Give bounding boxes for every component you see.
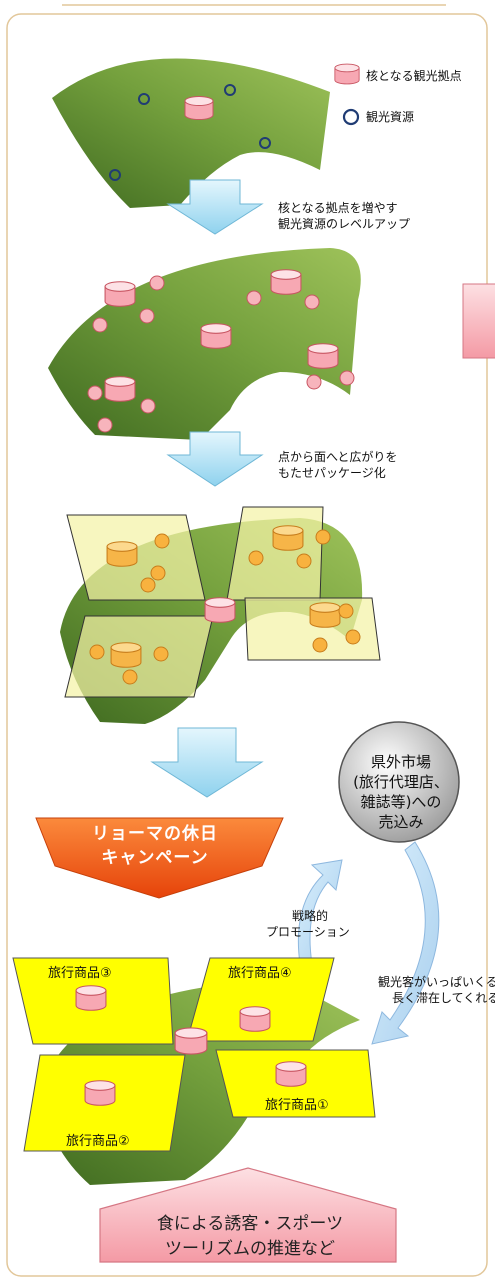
promotion-label-2: プロモーション bbox=[266, 925, 350, 939]
package-hub-icon bbox=[272, 525, 304, 551]
resource-dot-icon bbox=[345, 629, 361, 645]
step1-line2: 観光資源のレベルアップ bbox=[278, 217, 411, 231]
core-hub-icon bbox=[270, 269, 302, 295]
product-hub-icon bbox=[75, 985, 107, 1011]
resource-dot-icon bbox=[89, 644, 105, 660]
package-hub-icon bbox=[110, 642, 142, 668]
product-3-label: 旅行商品③ bbox=[48, 966, 112, 981]
resource-dot-icon bbox=[140, 398, 156, 414]
legend-resource-label: 観光資源 bbox=[366, 110, 415, 124]
resource-ring-icon bbox=[138, 93, 150, 105]
resource-dot-icon bbox=[97, 417, 113, 433]
promotion-label-1: 戦略的 bbox=[292, 909, 329, 923]
step2-line1: 点から面へと広がりを bbox=[278, 450, 398, 464]
resource-dot-icon bbox=[140, 577, 156, 593]
resource-dot-icon bbox=[150, 565, 166, 581]
resource-dot-icon bbox=[153, 646, 169, 662]
core-hub-icon bbox=[200, 323, 232, 349]
down-arrow-2 bbox=[166, 431, 264, 487]
product-4-label: 旅行商品④ bbox=[228, 966, 292, 981]
resource-ring-icon bbox=[224, 84, 236, 96]
resource-dot-icon bbox=[246, 290, 262, 306]
bottom-initiatives-panel bbox=[99, 1167, 397, 1263]
resource-dot-icon bbox=[304, 294, 320, 310]
market-label: 県外市場 (旅行代理店、 雑誌等)への 売込み bbox=[353, 753, 449, 831]
land-stage-1 bbox=[52, 58, 330, 209]
step1-line1: 核となる拠点を増やす bbox=[278, 201, 398, 215]
resource-dot-icon bbox=[149, 275, 165, 291]
down-arrow-3 bbox=[150, 727, 264, 798]
resource-dot-icon bbox=[296, 553, 312, 569]
legend-resource-icon bbox=[342, 108, 360, 126]
core-hub-icon bbox=[307, 343, 339, 369]
campaign-label: リョーマの休日 キャンペーン bbox=[92, 824, 218, 868]
visitor-cycle-arrow bbox=[371, 841, 440, 1045]
package-hub-icon bbox=[106, 541, 138, 567]
resource-ring-icon bbox=[109, 169, 121, 181]
resource-dot-icon bbox=[315, 529, 331, 545]
product-1-label: 旅行商品① bbox=[265, 1098, 329, 1113]
side-pink-panel bbox=[462, 283, 495, 359]
core-hub-icon bbox=[104, 281, 136, 307]
core-hub-icon bbox=[174, 1027, 208, 1055]
resource-dot-icon bbox=[312, 637, 328, 653]
package-hub-icon bbox=[309, 602, 341, 628]
legend-hub-label: 核となる観光拠点 bbox=[366, 69, 462, 83]
bottom-initiatives-label: 食による誘客・スポーツ ツーリズムの推進など bbox=[156, 1214, 344, 1259]
resource-dot-icon bbox=[339, 370, 355, 386]
core-hub-icon bbox=[204, 597, 236, 623]
product-hub-icon bbox=[275, 1061, 307, 1087]
resource-dot-icon bbox=[306, 374, 322, 390]
promotion-cycle-arrow bbox=[297, 859, 343, 965]
tourists-label-1: 観光客がいっぱいくる bbox=[378, 975, 495, 989]
down-arrow-1 bbox=[166, 179, 264, 235]
step2-line2: もたせパッケージ化 bbox=[278, 466, 386, 480]
tourists-label-2: 長く滞在してくれる bbox=[392, 991, 495, 1005]
resource-dot-icon bbox=[92, 317, 108, 333]
resource-dot-icon bbox=[154, 533, 170, 549]
product-area-4 bbox=[186, 957, 335, 1042]
resource-dot-icon bbox=[338, 603, 354, 619]
core-hub-icon bbox=[104, 376, 136, 402]
product-hub-icon bbox=[84, 1080, 116, 1106]
product-2-label: 旅行商品② bbox=[66, 1134, 130, 1149]
resource-dot-icon bbox=[248, 550, 264, 566]
campaign-banner bbox=[35, 817, 284, 899]
resource-ring-icon bbox=[259, 137, 271, 149]
resource-dot-icon bbox=[122, 669, 138, 685]
resource-dot-icon bbox=[139, 308, 155, 324]
legend-hub-icon bbox=[334, 63, 360, 85]
resource-dot-icon bbox=[87, 385, 103, 401]
core-hub-icon bbox=[184, 96, 214, 120]
market-circle bbox=[338, 721, 460, 843]
product-hub-icon bbox=[239, 1006, 271, 1032]
package-area-2 bbox=[226, 506, 324, 601]
outer-frame bbox=[6, 13, 488, 1277]
